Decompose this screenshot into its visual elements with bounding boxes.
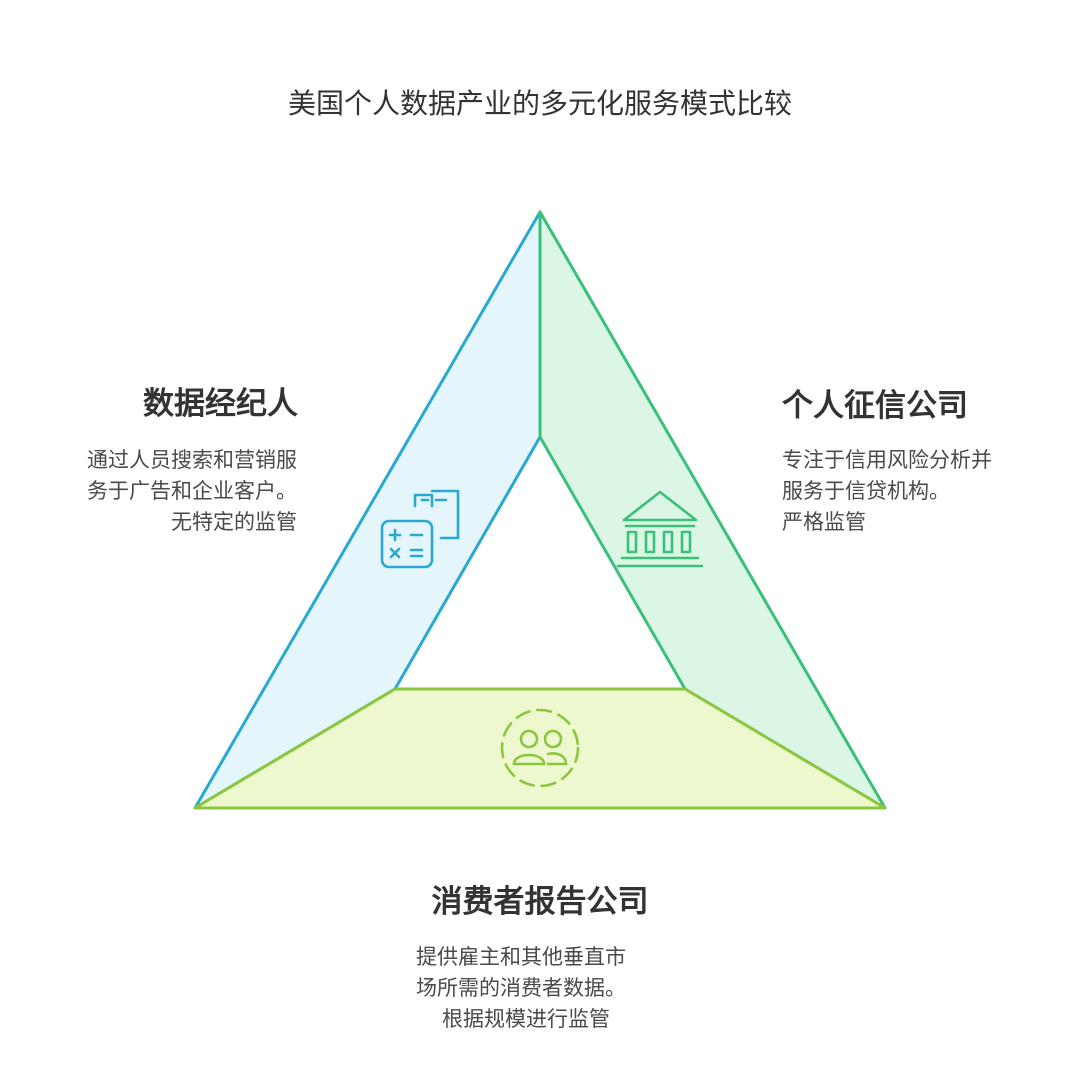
- consumer-reporting-title: 消费者报告公司: [431, 884, 649, 920]
- data-broker-description: 通过人员搜索和营销服 务于广告和企业客户。 无特定的监管: [87, 445, 297, 538]
- credit-bureau-desc-line: 严格监管: [782, 510, 866, 534]
- user-group-icon: [500, 708, 580, 788]
- data-broker-desc-line: 务于广告和企业客户。: [87, 479, 297, 503]
- credit-bureau-description: 专注于信用风险分析并 服务于信贷机构。 严格监管: [782, 445, 992, 538]
- data-broker-desc-line: 无特定的监管: [171, 510, 297, 534]
- calculator-document-icon: [380, 489, 460, 569]
- consumer-reporting-desc-line: 根据规模进行监管: [442, 1007, 610, 1031]
- bottom-segment: [193, 687, 887, 810]
- credit-bureau-desc-line: 专注于信用风险分析并: [782, 448, 992, 472]
- data-broker-title: 数据经纪人: [143, 386, 298, 422]
- credit-bureau-desc-line: 服务于信贷机构。: [782, 479, 950, 503]
- consumer-reporting-desc-line: 提供雇主和其他垂直市: [416, 945, 626, 969]
- consumer-reporting-description: 提供雇主和其他垂直市 场所需的消费者数据。 根据规模进行监管: [416, 942, 626, 1035]
- bank-building-icon: [616, 490, 704, 568]
- credit-bureau-title: 个人征信公司: [782, 388, 968, 424]
- consumer-reporting-desc-line: 场所需的消费者数据。: [416, 976, 626, 1000]
- data-broker-desc-line: 通过人员搜索和营销服: [87, 448, 297, 472]
- page-title: 美国个人数据产业的多元化服务模式比较: [287, 87, 792, 120]
